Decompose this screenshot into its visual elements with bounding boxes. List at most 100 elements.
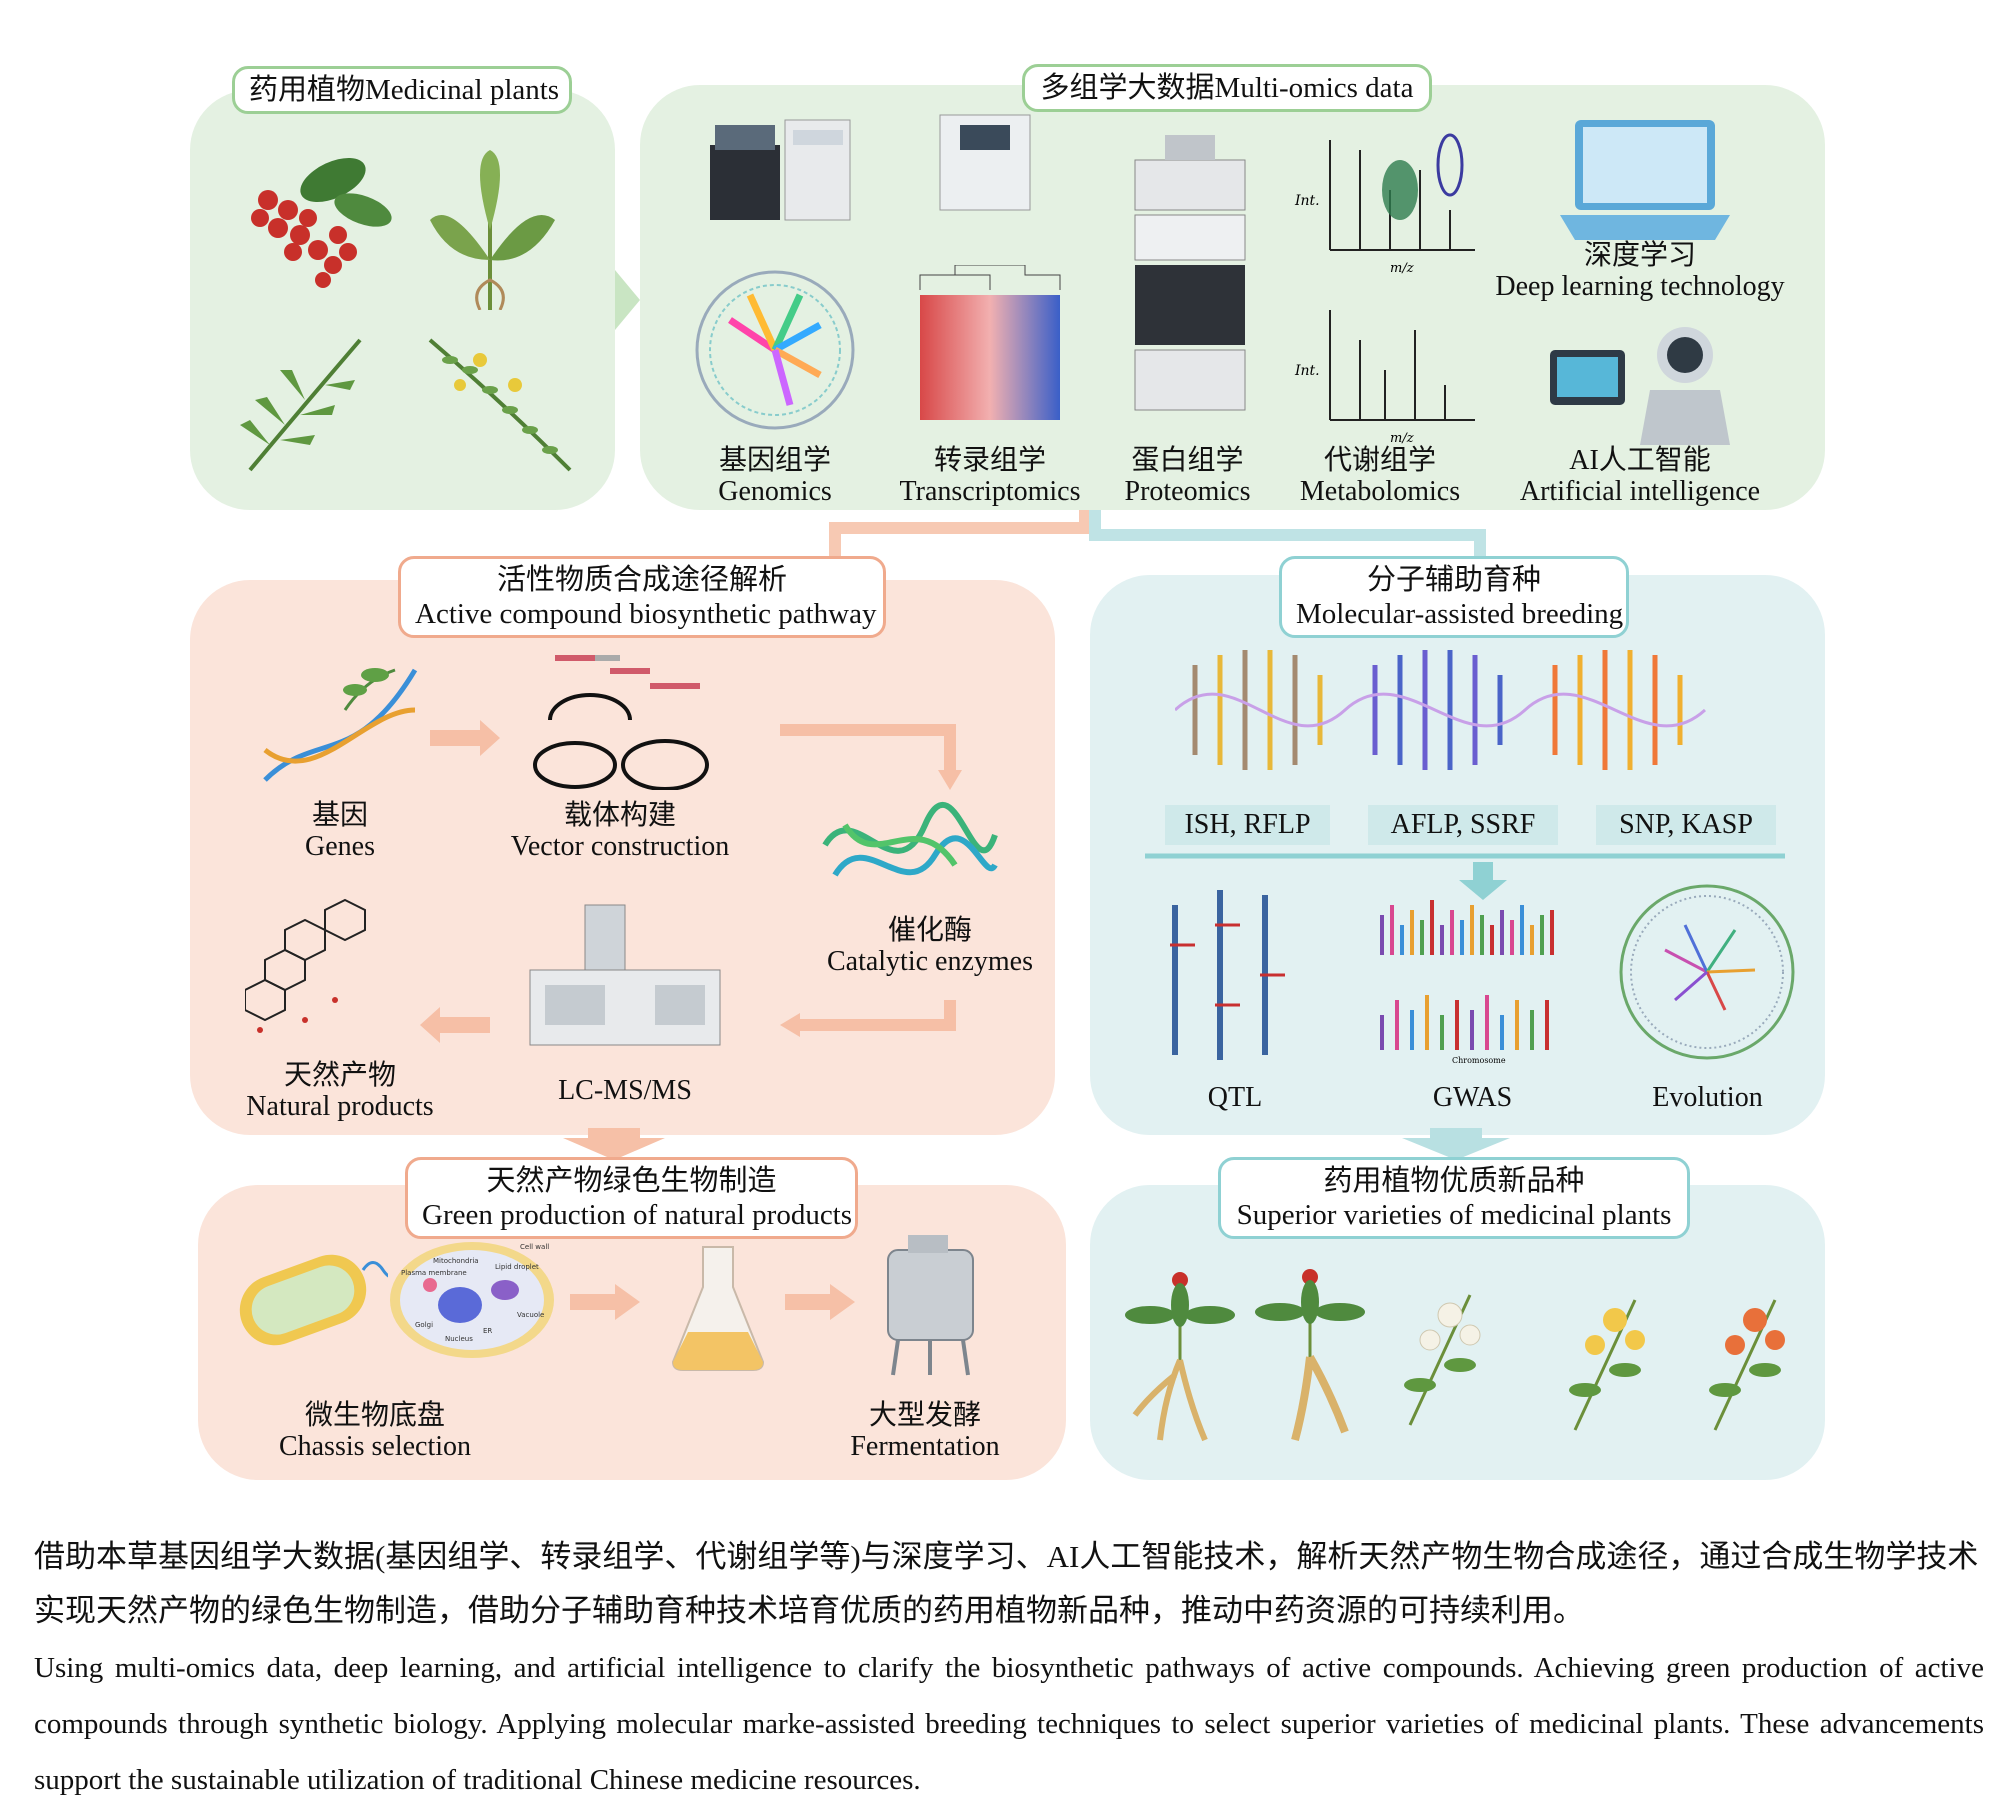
flask-illustration (671, 1246, 765, 1371)
fermenter-illustration (887, 1235, 974, 1376)
natural-products-cn: 天然产物 (283, 1060, 396, 1091)
breeding-title: 分子辅助育种 Molecular-assisted breeding (1279, 556, 1629, 638)
natural-products-en: Natural products (246, 1091, 434, 1122)
marker-tag-3: SNP, KASP (1596, 805, 1776, 845)
artemisia-illustration (240, 338, 362, 472)
dna-gene-illustration (263, 668, 418, 782)
medicinal-plants-panel (190, 90, 615, 510)
varieties-title-en: Superior varieties of medicinal plants (1236, 1199, 1672, 1231)
genes-cn: 基因 (311, 800, 368, 831)
natural-products-label: 天然产物 Natural products (230, 1060, 450, 1122)
lc-ms-instrument-illustration (529, 904, 721, 1046)
catalytic-enzymes-en: Catalytic enzymes (826, 946, 1034, 977)
vector-construction-label: 载体构建 Vector construction (495, 800, 745, 862)
honeysuckle-white-illustration (1404, 1294, 1481, 1426)
pathway-title-en: Active compound biosynthetic pathway (415, 598, 877, 630)
vector-plasmid-illustration (533, 655, 709, 790)
chassis-selection-en: Chassis selection (278, 1431, 472, 1462)
genes-en: Genes (305, 831, 375, 862)
fermentation-label: 大型发酵 Fermentation (835, 1400, 1015, 1462)
enzyme-structure-illustration (822, 802, 998, 877)
ai-en: Artificial intelligence (1519, 476, 1761, 507)
dna-markers-illustration (1175, 650, 1707, 770)
pathway-title: 活性物质合成途径解析 Active compound biosynthetic … (398, 556, 886, 638)
metabolomics-label: 代谢组学 Metabolomics (1280, 445, 1480, 507)
proteomics-cn: 蛋白组学 (1131, 445, 1244, 476)
ai-cn: AI人工智能 (1569, 445, 1711, 476)
proteomics-label: 蛋白组学 Proteomics (1105, 445, 1270, 507)
gwas-manhattan-illustration: Chromosome (1380, 900, 1554, 1065)
fermentation-cn: 大型发酵 (868, 1400, 981, 1431)
heatmap-illustration (919, 265, 1061, 420)
green-production-title-en: Green production of natural products (422, 1199, 853, 1231)
natural-product-structure-illustration (245, 898, 366, 1033)
chassis-selection-cn: 微生物底盘 (304, 1400, 445, 1431)
catalytic-enzymes-label: 催化酶 Catalytic enzymes (810, 915, 1050, 977)
transcriptomics-cn: 转录组学 (933, 445, 1046, 476)
ai-label: AI人工智能 Artificial intelligence (1500, 445, 1780, 507)
caption-cn: 借助本草基因组学大数据(基因组学、转录组学、代谢组学等)与深度学习、AI人工智能… (34, 1539, 1979, 1628)
metabolomics-cn: 代谢组学 (1323, 445, 1436, 476)
fermentation-en: Fermentation (850, 1431, 1000, 1462)
cell-label-4: Vacuole (517, 1311, 544, 1319)
ms-axis-y-2: Int. (1294, 363, 1320, 379)
qtl-map-illustration (1170, 890, 1285, 1060)
green-production-title: 天然产物绿色生物制造 Green production of natural p… (405, 1157, 858, 1239)
mass-spec-chart-2: Int. m/z (1294, 310, 1475, 446)
chassis-selection-label: 微生物底盘 Chassis selection (260, 1400, 490, 1462)
pathway-arrows (420, 720, 962, 1043)
cell-label-1: Mitochondria (433, 1257, 479, 1265)
varieties-title-cn: 药用植物优质新品种 (1323, 1165, 1585, 1197)
cell-label-5: Golgi (415, 1321, 433, 1329)
ai-robot-illustration (1550, 327, 1730, 445)
metabolomics-en: Metabolomics (1299, 476, 1461, 507)
genomics-en: Genomics (718, 476, 832, 507)
berry-plant-illustration (251, 157, 392, 288)
ginseng-plant-1-illustration (1125, 1272, 1235, 1442)
lc-ms-en: LC-MS/MS (558, 1075, 692, 1106)
pathway-title-cn: 活性物质合成途径解析 (496, 564, 787, 596)
production-arrows (570, 1284, 855, 1320)
proteomics-en: Proteomics (1124, 476, 1251, 507)
transcriptomics-en: Transcriptomics (899, 476, 1081, 507)
sequencer-illustration (710, 119, 851, 221)
qtl-label: QTL (1207, 1082, 1263, 1113)
ms-axis-x-2: m/z (1390, 431, 1414, 446)
deep-learning-en: Deep learning technology (1495, 271, 1785, 302)
caption-en: Using multi-omics data, deep learning, a… (34, 1652, 1984, 1796)
rna-sequencer-illustration (939, 114, 1031, 211)
vector-construction-en: Vector construction (510, 831, 730, 862)
breeding-title-en: Molecular-assisted breeding (1296, 598, 1624, 630)
deep-learning-cn: 深度学习 (1583, 240, 1696, 271)
cell-label-3: Lipid droplet (495, 1263, 539, 1271)
marker-tag-2: AFLP, SSRF (1368, 805, 1558, 845)
astragalus-illustration (428, 338, 572, 472)
marker-divider (1145, 853, 1785, 900)
mass-spec-chart-1: Int. m/z (1294, 133, 1475, 276)
breeding-title-cn: 分子辅助育种 (1366, 564, 1541, 596)
medicinal-plants-title: 药用植物Medicinal plants (232, 66, 572, 114)
genome-circos-illustration (695, 270, 855, 430)
green-production-title-cn: 天然产物绿色生物制造 (486, 1165, 777, 1197)
ginseng-plant-2-illustration (1255, 1269, 1365, 1442)
evolution-label: Evolution (1652, 1082, 1763, 1113)
bacterium-illustration (239, 1254, 388, 1346)
proteomics-instrument-illustration (1134, 135, 1246, 411)
lc-ms-label: LC-MS/MS (530, 1075, 720, 1106)
ms-axis-y-1: Int. (1294, 193, 1320, 209)
varieties-title: 药用植物优质新品种 Superior varieties of medicina… (1218, 1157, 1690, 1239)
multi-omics-title: 多组学大数据Multi-omics data (1022, 64, 1432, 112)
cell-label-2: Plasma membrane (401, 1269, 467, 1277)
yeast-cell-illustration: Cell wall Mitochondria Plasma membrane L… (390, 1242, 554, 1358)
transcriptomics-label: 转录组学 Transcriptomics (880, 445, 1100, 507)
honeysuckle-yellow-illustration (1569, 1299, 1645, 1431)
herb-plant-illustration (430, 150, 555, 310)
genes-label: 基因 Genes (270, 800, 410, 862)
cell-label-6: ER (483, 1327, 492, 1335)
gwas-axis-label: Chromosome (1452, 1056, 1506, 1065)
cell-label-0: Cell wall (520, 1243, 549, 1251)
ms-axis-x-1: m/z (1390, 261, 1414, 276)
marker-tag-1: ISH, RFLP (1165, 805, 1330, 845)
laptop-illustration (1560, 120, 1730, 240)
